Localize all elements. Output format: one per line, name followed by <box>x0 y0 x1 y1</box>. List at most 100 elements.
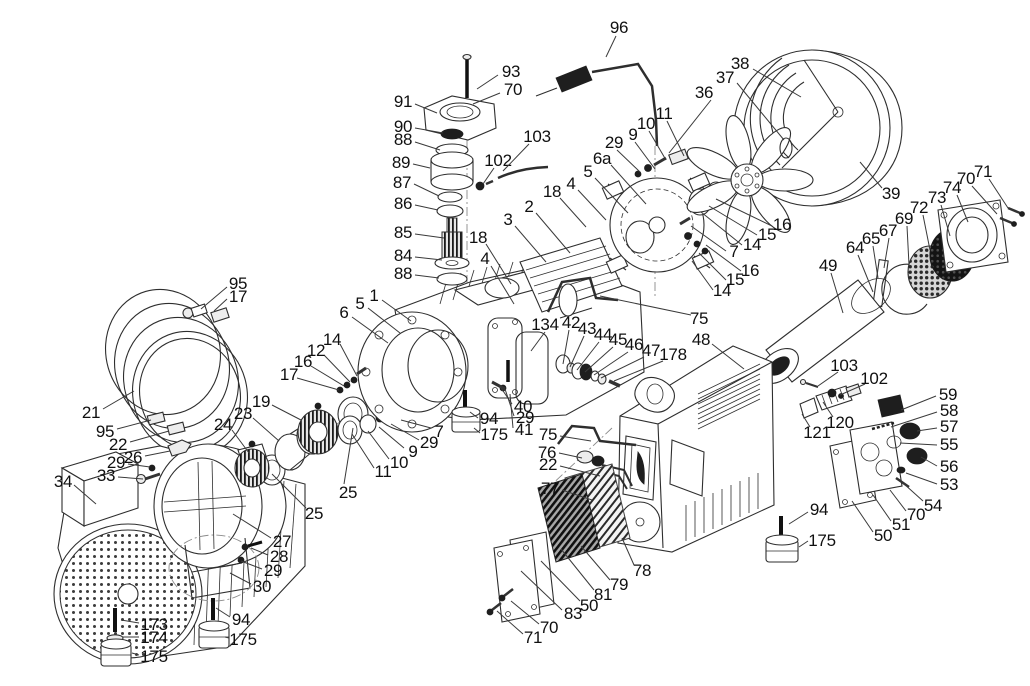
part-number: 95 <box>229 274 247 293</box>
fan <box>686 115 814 245</box>
side-gasket <box>515 331 549 405</box>
leader-line <box>788 511 809 525</box>
leader-line <box>584 346 614 373</box>
side-cover-plate <box>487 317 523 399</box>
part-callout-34: 34 <box>54 472 97 505</box>
leader-line <box>102 390 135 410</box>
leader-line <box>801 413 811 428</box>
part-number: 39 <box>882 184 900 203</box>
part-callout-102: 102 <box>482 151 512 185</box>
leader-line <box>476 74 499 90</box>
part-labels: 9370919088898786858488102103963837361110… <box>54 18 1009 666</box>
part-number: 103 <box>523 127 550 146</box>
leader-line <box>215 607 231 618</box>
part-number: 69 <box>895 209 913 228</box>
part-number: 87 <box>393 173 411 192</box>
part-callout-70: 70 <box>472 80 522 105</box>
part-callout-178: 178 <box>613 345 687 382</box>
part-callout-53: 53 <box>905 472 958 494</box>
fan-cowl <box>733 49 903 207</box>
part-number: 16 <box>773 215 791 234</box>
part-number: 70 <box>907 505 925 524</box>
part-number: 19 <box>252 392 270 411</box>
part-callout-16: 16 <box>294 352 345 387</box>
leader-line <box>830 272 844 314</box>
leader-line <box>482 167 495 185</box>
part-number: 17 <box>280 365 298 384</box>
leader-line <box>240 560 263 570</box>
fitting-95-17 <box>182 303 230 323</box>
part-number: 175 <box>140 647 167 666</box>
leader-line <box>116 419 152 430</box>
part-number: 175 <box>808 531 835 550</box>
leader-line <box>323 354 351 383</box>
part-callout-24: 24 <box>214 415 250 454</box>
dipstick <box>497 165 549 180</box>
leader-line <box>127 463 151 468</box>
part-number: 40 <box>514 397 532 416</box>
part-number: 93 <box>502 62 520 81</box>
part-callout-77: 77 <box>541 479 593 501</box>
leader-line <box>872 245 879 279</box>
part-number: 78 <box>633 561 651 580</box>
part-callout-7: 7 <box>400 419 444 441</box>
leader-line <box>559 197 587 228</box>
leader-line <box>940 204 951 237</box>
part-number: 10 <box>390 453 408 472</box>
part-number: 14 <box>323 330 341 349</box>
part-number: 59 <box>939 385 957 404</box>
part-callout-11: 11 <box>655 104 685 157</box>
part-number: 21 <box>82 403 100 422</box>
leader-line <box>817 371 839 387</box>
part-callout-44: 44 <box>576 325 612 371</box>
leader-line <box>414 256 443 261</box>
leader-line <box>367 307 401 334</box>
part-number: 15 <box>726 270 744 289</box>
leader-line <box>224 636 230 639</box>
part-callout-88: 88 <box>394 130 441 151</box>
leader-line <box>131 652 140 656</box>
part-number: 79 <box>610 575 628 594</box>
part-number: 4 <box>480 249 489 268</box>
leader-line <box>666 120 685 157</box>
part-callout-78: 78 <box>621 537 651 580</box>
part-number: 70 <box>540 618 558 637</box>
leader-line <box>594 177 629 214</box>
leader-line <box>250 547 269 556</box>
part-callout-43: 43 <box>569 319 596 368</box>
part-number: 33 <box>97 466 115 485</box>
part-callout-48: 48 <box>692 330 745 370</box>
leader-line <box>473 427 481 434</box>
part-callout-84: 84 <box>394 246 443 265</box>
part-number: 85 <box>394 223 412 242</box>
leader-line <box>540 560 581 602</box>
part-callout-51: 51 <box>872 494 910 534</box>
part-number: 23 <box>234 404 252 423</box>
part-number: 5 <box>355 294 364 313</box>
pump-flange <box>336 311 469 433</box>
leader-line <box>514 225 547 263</box>
part-callout-94: 94 <box>788 500 828 525</box>
leader-line <box>616 149 641 173</box>
leader-line <box>469 411 479 419</box>
part-callout-3: 3 <box>503 210 547 263</box>
leader-line <box>472 92 501 105</box>
part-number: 88 <box>394 264 412 283</box>
part-number: 94 <box>232 610 250 629</box>
part-callout-29: 29 <box>107 453 151 472</box>
leader-line <box>498 384 513 405</box>
leader-line <box>502 143 530 172</box>
part-callout-75: 75 <box>539 425 592 444</box>
leader-line <box>535 212 571 254</box>
leader-line <box>690 225 727 252</box>
leader-line <box>129 430 170 443</box>
part-number: 58 <box>940 401 958 420</box>
part-number: 22 <box>109 435 127 454</box>
leader-line <box>117 476 144 480</box>
part-callout-4: 4 <box>480 249 515 305</box>
part-callout-57: 57 <box>916 417 958 436</box>
cylinder-sleeve <box>519 237 623 319</box>
leader-line <box>496 610 524 635</box>
